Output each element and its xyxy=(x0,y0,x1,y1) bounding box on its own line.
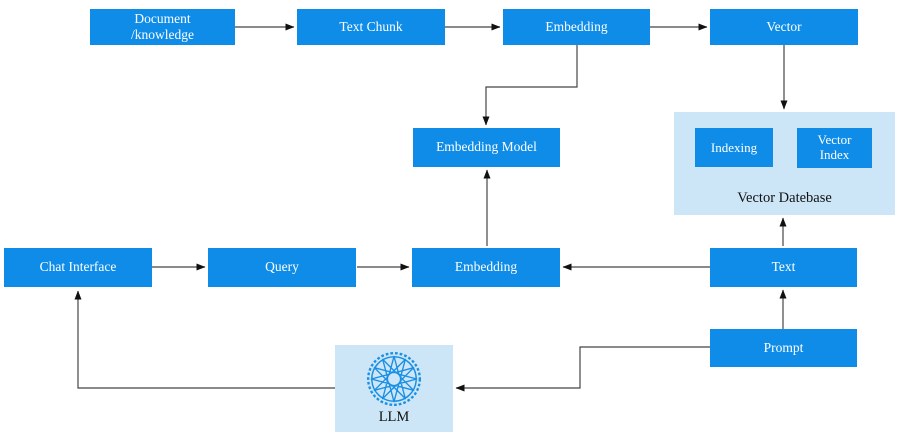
vector-database-label: Vector Datebase xyxy=(737,190,832,206)
node-chat-interface: Chat Interface xyxy=(4,248,152,287)
node-vector-index: Vector Index xyxy=(797,128,872,168)
node-label: Embedding xyxy=(545,18,608,34)
node-embedding-model: Embedding Model xyxy=(413,128,560,167)
node-label: Text xyxy=(771,259,796,275)
edge-embedding-to-embedding-model xyxy=(482,45,578,126)
node-text-chunk: Text Chunk xyxy=(297,9,445,45)
node-label: Embedding xyxy=(454,259,518,275)
node-label: Text Chunk xyxy=(339,18,403,34)
llm-label: LLM xyxy=(378,409,410,425)
node-text: Text xyxy=(710,248,857,287)
node-label: Document /knowledge xyxy=(131,10,194,42)
edge-llm-to-chat-interface xyxy=(74,290,335,389)
node-label: Chat Interface xyxy=(39,259,117,275)
node-document-knowledge: Document /knowledge xyxy=(90,9,235,45)
vector-database-group: Indexing Vector Index Vector Datebase xyxy=(674,112,895,215)
node-label: Prompt xyxy=(763,339,804,355)
node-label: Query xyxy=(265,259,299,275)
node-label: Embedding Model xyxy=(436,139,537,155)
node-indexing: Indexing xyxy=(695,128,773,167)
llm-mandala-icon xyxy=(366,351,422,407)
edge-prompt-to-llm xyxy=(455,346,710,392)
node-embedding-ingest: Embedding xyxy=(503,9,650,45)
node-label: Indexing xyxy=(710,139,758,155)
node-label: Vector xyxy=(766,18,802,34)
node-label: Vector Index xyxy=(817,132,852,162)
llm-group: LLM xyxy=(335,345,453,432)
node-vector: Vector xyxy=(710,9,858,45)
node-prompt: Prompt xyxy=(710,329,857,367)
node-embedding-query: Embedding xyxy=(412,248,560,287)
node-query: Query xyxy=(208,248,356,287)
